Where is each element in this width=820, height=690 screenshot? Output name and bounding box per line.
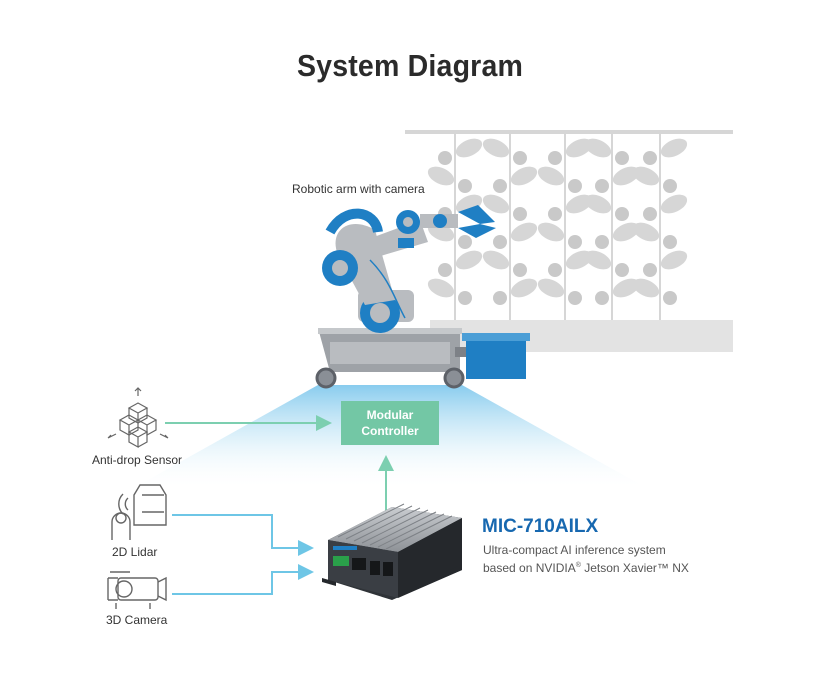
- robot-cart: [315, 328, 530, 389]
- plant-fruit: [568, 179, 582, 193]
- anti-drop-sensor-label: Anti-drop Sensor: [92, 453, 183, 467]
- plant-fruit: [663, 291, 677, 305]
- camera-arrow: [172, 564, 314, 595]
- plant-leaf: [510, 166, 538, 186]
- plant-leaf: [537, 166, 565, 186]
- product-desc-line2: based on NVIDIA® Jetson Xavier™ NX: [483, 558, 689, 576]
- plant-leaf: [612, 278, 640, 298]
- plant-leaf: [632, 278, 660, 298]
- plant-fruit: [513, 263, 527, 277]
- plant-leaf: [455, 250, 483, 270]
- cubes-icon: [107, 387, 169, 449]
- plant-fruit: [513, 207, 527, 221]
- controller-device-icon: [322, 503, 462, 600]
- plant-fruit: [568, 235, 582, 249]
- plant-fruit: [493, 179, 507, 193]
- plant-fruit: [615, 263, 629, 277]
- plant-leaf: [612, 222, 640, 242]
- plant-fruit: [663, 235, 677, 249]
- plant-fruit: [458, 235, 472, 249]
- plant-fruit: [595, 235, 609, 249]
- camera3d-label: 3D Camera: [106, 613, 168, 627]
- plant-fruit: [595, 291, 609, 305]
- lidar-icon: [111, 484, 167, 540]
- plant-leaf: [510, 278, 538, 298]
- plant-fruit: [513, 151, 527, 165]
- product-desc-line2-post: Jetson Xavier™ NX: [580, 561, 689, 575]
- plant-leaf: [660, 194, 688, 214]
- plant-leaf: [482, 138, 510, 158]
- registered-mark: ®: [575, 562, 581, 569]
- product-name: MIC-710AILX: [482, 516, 599, 537]
- plant-fruit: [615, 151, 629, 165]
- plant-fruit: [548, 151, 562, 165]
- plant-rack-icon: [405, 130, 733, 320]
- robotic-arm-label: Robotic arm with camera: [292, 182, 425, 196]
- controller-line2: Controller: [361, 424, 419, 438]
- plant-fruit: [568, 291, 582, 305]
- plant-fruit: [615, 207, 629, 221]
- plant-leaf: [584, 250, 612, 270]
- plant-leaf: [427, 166, 455, 186]
- plant-leaf: [660, 138, 688, 158]
- plant-fruit: [643, 207, 657, 221]
- plant-fruit: [548, 263, 562, 277]
- lidar-arrow: [172, 514, 314, 556]
- plant-fruit: [493, 291, 507, 305]
- plant-leaf: [482, 194, 510, 214]
- plant-fruit: [663, 179, 677, 193]
- plant-fruit: [438, 263, 452, 277]
- lidar-label: 2D Lidar: [112, 545, 158, 559]
- product-desc-line2-pre: based on NVIDIA: [483, 561, 576, 575]
- page-title: System Diagram: [296, 48, 524, 83]
- plant-fruit: [595, 179, 609, 193]
- camera-icon: [107, 571, 167, 609]
- plant-leaf: [482, 250, 510, 270]
- plant-leaf: [632, 222, 660, 242]
- product-description: Ultra-compact AI inference system based …: [483, 542, 689, 576]
- plant-leaf: [612, 166, 640, 186]
- plant-leaf: [455, 138, 483, 158]
- plant-leaf: [537, 222, 565, 242]
- controller-line1: Modular: [366, 408, 414, 422]
- modular-controller-box: Modular Controller: [341, 401, 439, 445]
- plant-leaf: [584, 138, 612, 158]
- robot-arm-icon: [322, 205, 496, 333]
- plant-fruit: [643, 263, 657, 277]
- plant-leaf: [537, 278, 565, 298]
- plant-fruit: [493, 235, 507, 249]
- plant-leaf: [427, 278, 455, 298]
- plant-fruit: [548, 207, 562, 221]
- plant-fruit: [438, 151, 452, 165]
- plant-leaf: [660, 250, 688, 270]
- plant-leaf: [510, 222, 538, 242]
- plant-leaf: [584, 194, 612, 214]
- plant-fruit: [458, 291, 472, 305]
- plant-leaf: [632, 166, 660, 186]
- product-desc-line1: Ultra-compact AI inference system: [483, 543, 666, 557]
- plant-fruit: [643, 151, 657, 165]
- plant-fruit: [458, 179, 472, 193]
